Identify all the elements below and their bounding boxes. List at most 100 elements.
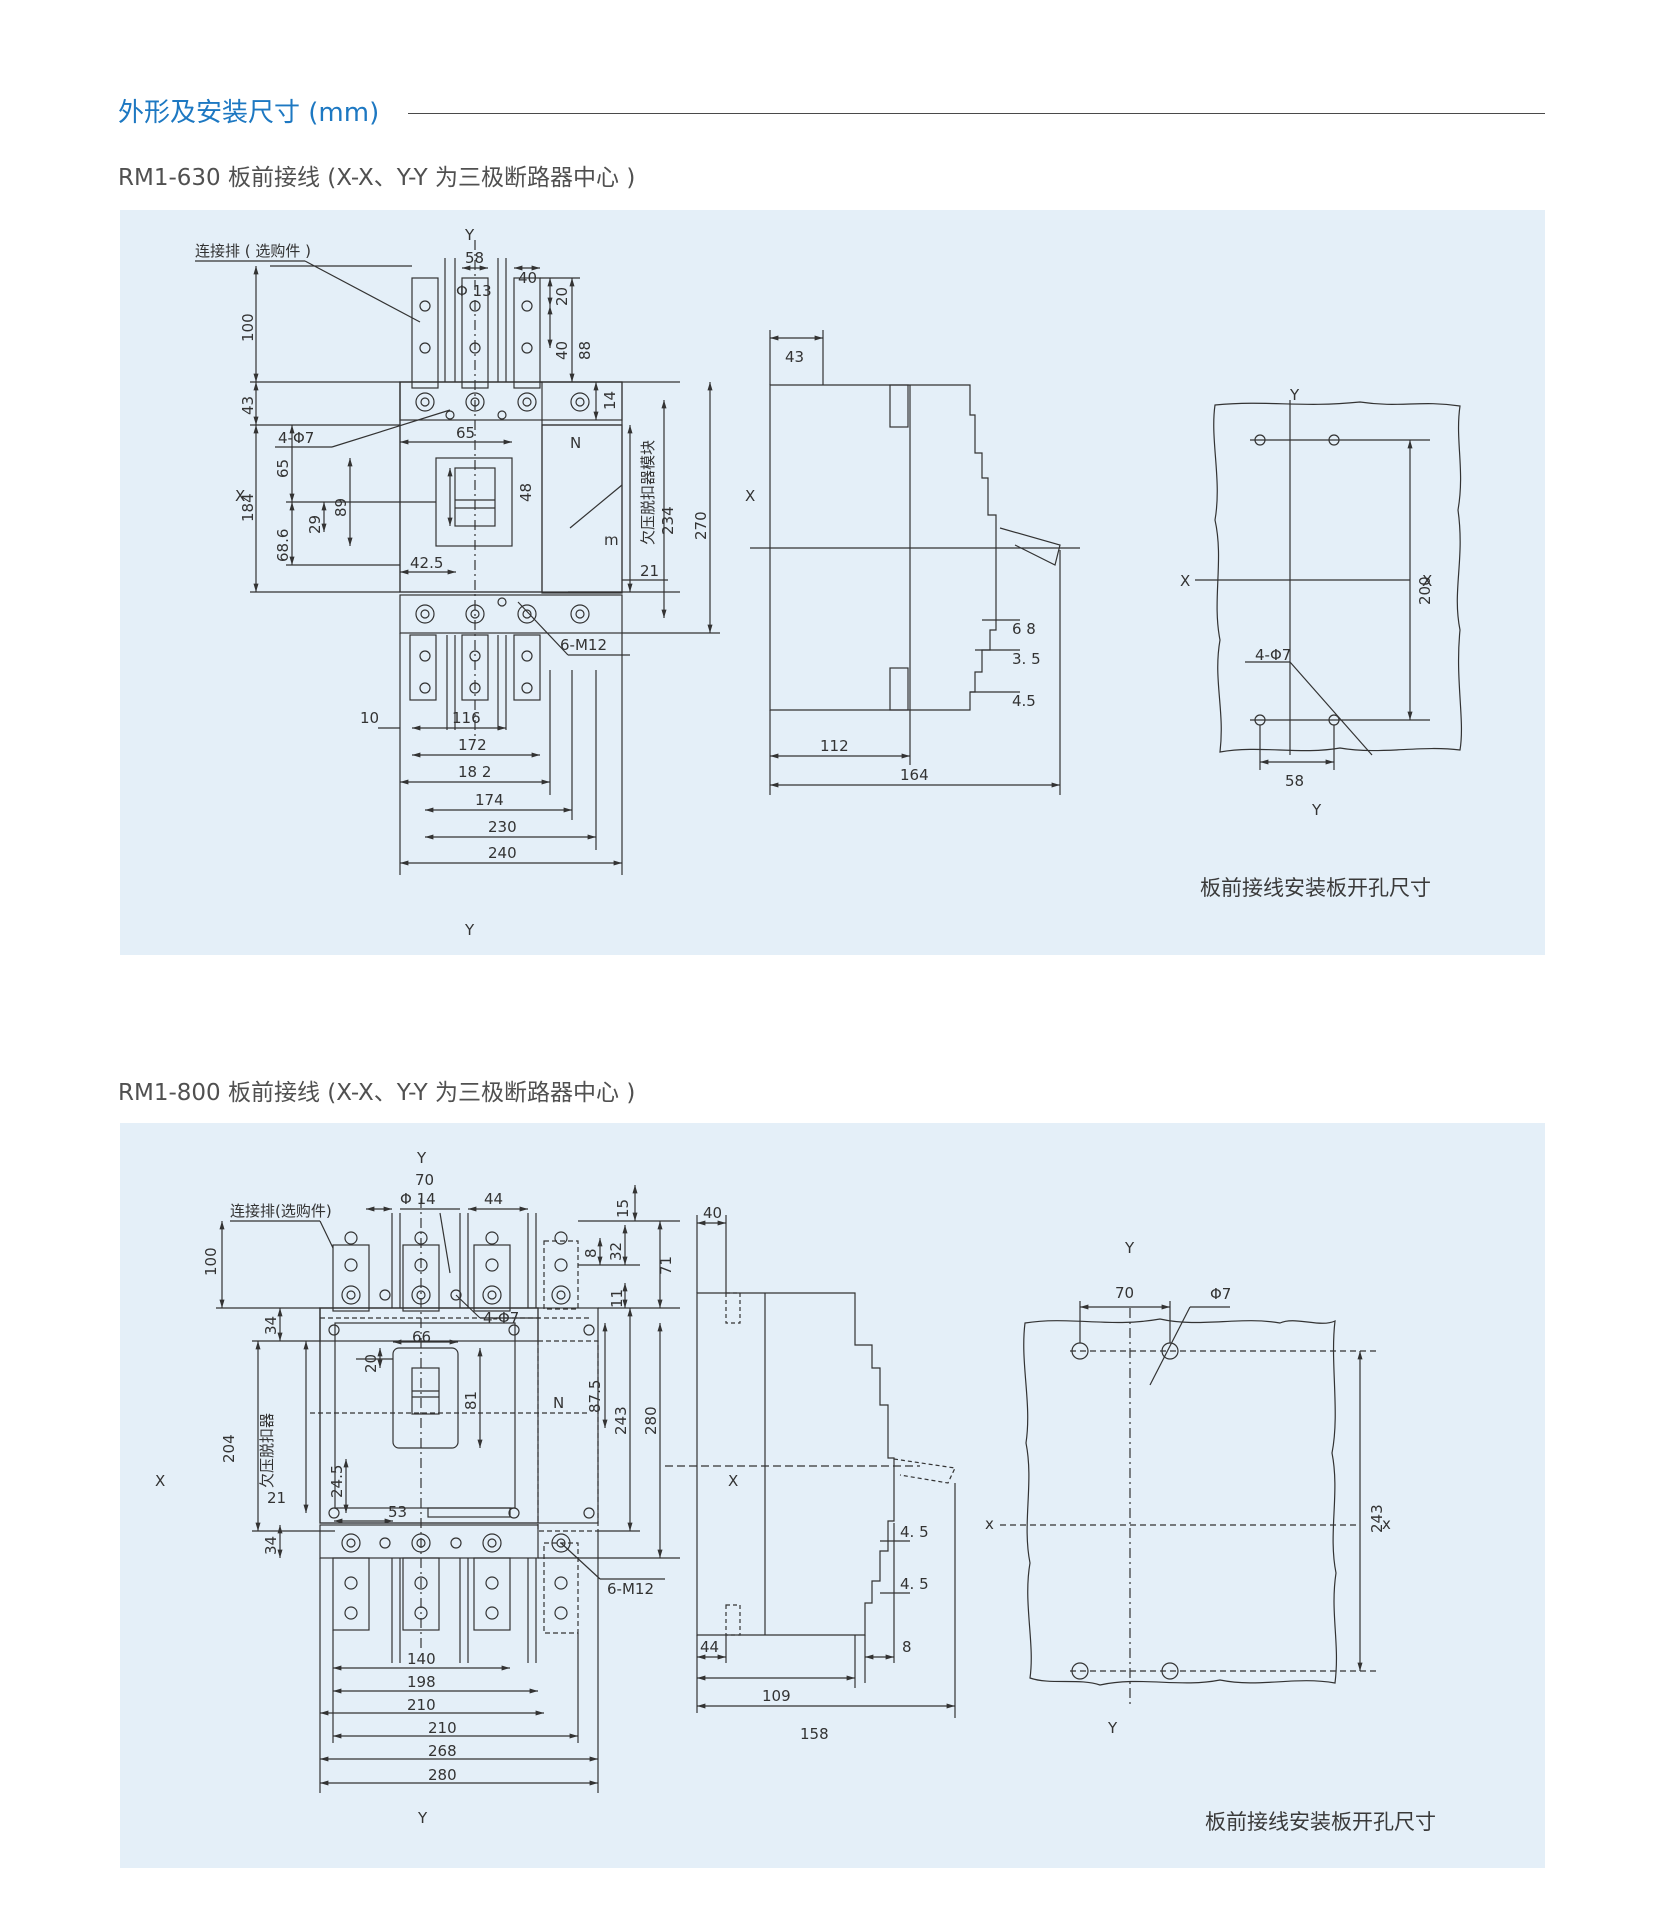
side-dim-43: 43 xyxy=(785,348,804,366)
side-dim-68: 6 8 xyxy=(1012,620,1036,638)
dim-210: 210 xyxy=(407,1696,436,1714)
rm1-630-drawing: Y Y X X N m 连接排 ( 选购件 ) 4-Φ7 6-M12 欠压脱扣器… xyxy=(195,226,1463,939)
dim-70: 70 xyxy=(415,1171,434,1189)
cutout-dim-243: 243 xyxy=(1368,1504,1386,1533)
section-630-caption: 板前接线安装板开孔尺寸 xyxy=(1200,876,1431,900)
dim-270: 270 xyxy=(692,511,710,540)
dim-116: 116 xyxy=(452,709,481,727)
dim-65: 65 xyxy=(456,424,475,442)
cutout-axis-y-top: Y xyxy=(1289,386,1300,404)
dim-182: 18 2 xyxy=(458,763,491,781)
cutout-axis-x-left: x xyxy=(985,1515,994,1533)
dim-280b: 280 xyxy=(428,1766,457,1784)
dim-10: 10 xyxy=(360,709,379,727)
dim-87-5: 87.5 xyxy=(586,1380,604,1413)
dim-81: 81 xyxy=(462,1391,480,1410)
dim-53: 53 xyxy=(388,1503,407,1521)
front-view-630 xyxy=(195,240,720,875)
dim-34b: 34 xyxy=(262,1536,280,1555)
section-630-panel: Y Y X X N m 连接排 ( 选购件 ) 4-Φ7 6-M12 欠压脱扣器… xyxy=(120,210,1545,955)
cutout-dim-200: 200 xyxy=(1416,576,1434,605)
dim-phi14: Φ 14 xyxy=(400,1190,436,1208)
dim-40b: 40 xyxy=(553,341,571,360)
dim-172: 172 xyxy=(458,736,487,754)
side-dim-44: 44 xyxy=(700,1638,719,1656)
dim-140: 140 xyxy=(407,1650,436,1668)
section-630-subtitle: RM1-630 板前接线 (X-X、Y-Y 为三极断路器中心 ) xyxy=(118,165,636,191)
dim-268: 268 xyxy=(428,1742,457,1760)
dim-100: 100 xyxy=(239,313,257,342)
cutout-axis-y-bottom: Y xyxy=(1311,801,1322,819)
side-dim-158: 158 xyxy=(800,1725,829,1743)
cutout-dim-58: 58 xyxy=(1285,772,1304,790)
side-view-630 xyxy=(750,330,1080,795)
dim-40: 40 xyxy=(518,269,537,287)
screw-note: 6-M12 xyxy=(560,636,607,654)
dim-20: 20 xyxy=(553,287,571,306)
dim-21: 21 xyxy=(267,1489,286,1507)
dim-24-5: 24.5 xyxy=(328,1465,346,1498)
section-800-caption: 板前接线安装板开孔尺寸 xyxy=(1205,1810,1436,1834)
axis-x-left: X xyxy=(235,487,245,505)
hole-note: 4-Φ7 xyxy=(483,1309,519,1327)
axis-x-right: X xyxy=(728,1472,738,1490)
dim-58: 58 xyxy=(465,249,484,267)
dim-42-5: 42.5 xyxy=(410,554,443,572)
section-800-panel: Y Y X X N 连接排(选购件) 4-Φ7 6-M12 欠压脱扣器 70 Φ… xyxy=(120,1123,1545,1868)
side-dim-4-5: 4. 5 xyxy=(900,1523,929,1541)
cutout-axis-x-left: X xyxy=(1180,572,1190,590)
front-view-800 xyxy=(216,1185,680,1793)
dim-32: 32 xyxy=(607,1242,625,1261)
axis-x-left: X xyxy=(155,1472,165,1490)
dim-89: 89 xyxy=(332,498,350,517)
cutout-axis-x-right: x xyxy=(1382,1515,1391,1533)
cutout-axis-y-bottom: Y xyxy=(1107,1719,1118,1737)
dim-71: 71 xyxy=(657,1256,675,1275)
dim-230: 230 xyxy=(488,818,517,836)
axis-x-right: X xyxy=(745,487,755,505)
side-dim-109: 109 xyxy=(762,1687,791,1705)
page-title: 外形及安装尺寸 (mm) xyxy=(118,98,380,128)
side-dim-112: 112 xyxy=(820,737,849,755)
uv-note: 欠压脱扣器 xyxy=(258,1413,276,1488)
side-view-800 xyxy=(665,1215,956,1718)
dim-280: 280 xyxy=(642,1406,660,1435)
axis-y-bottom: Y xyxy=(417,1809,428,1827)
dim-198: 198 xyxy=(407,1673,436,1691)
side-dim-164: 164 xyxy=(900,766,929,784)
side-dim-4-5: 4.5 xyxy=(1012,692,1036,710)
dim-240: 240 xyxy=(488,844,517,862)
cutout-holes: 4-Φ7 xyxy=(1255,646,1291,664)
dim-48: 48 xyxy=(517,483,535,502)
cutout-dim-70: 70 xyxy=(1115,1284,1134,1302)
dim-phi13: Φ 13 xyxy=(456,282,492,300)
busbar-note: 连接排(选购件) xyxy=(230,1202,332,1220)
cutout-axis-x-right: X xyxy=(1422,572,1432,590)
cutout-phi7: Φ7 xyxy=(1210,1285,1231,1303)
cutout-axis-y-top: Y xyxy=(1124,1239,1135,1257)
axis-y-top: Y xyxy=(416,1149,427,1167)
dim-11: 11 xyxy=(608,1289,626,1308)
side-dim-8: 8 xyxy=(902,1638,912,1656)
dim-66: 66 xyxy=(412,1328,431,1346)
side-dim-40: 40 xyxy=(703,1204,722,1222)
dim-174: 174 xyxy=(475,791,504,809)
screw-note: 6-M12 xyxy=(607,1580,654,1598)
axis-y-bottom: Y xyxy=(464,921,475,939)
hole-note: 4-Φ7 xyxy=(278,429,314,447)
cutout-view-630 xyxy=(1195,400,1463,770)
m-label: m xyxy=(604,531,619,549)
dim-20: 20 xyxy=(362,1354,380,1373)
dim-68-6: 68.6 xyxy=(274,529,292,562)
dim-14: 14 xyxy=(601,391,619,410)
uv-module-note: 欠压脱扣器模块 xyxy=(639,440,657,545)
side-dim-4-5b: 4. 5 xyxy=(900,1575,929,1593)
dim-184: 184 xyxy=(239,493,257,522)
title-divider xyxy=(408,113,1545,114)
neutral-label: N xyxy=(570,434,581,452)
neutral-label: N xyxy=(553,1394,564,1412)
dim-44: 44 xyxy=(484,1190,503,1208)
cutout-view-800 xyxy=(1000,1301,1380,1708)
dim-204: 204 xyxy=(220,1434,238,1463)
dim-21: 21 xyxy=(640,562,659,580)
